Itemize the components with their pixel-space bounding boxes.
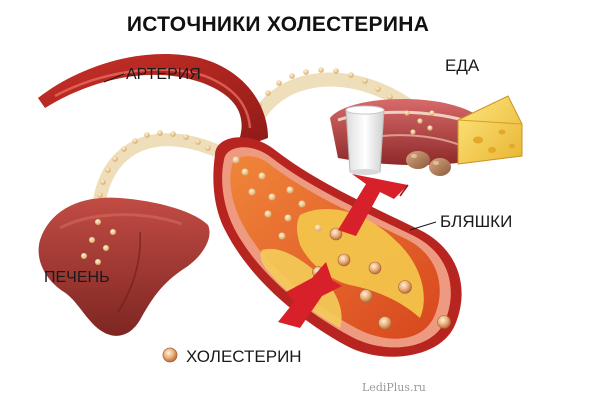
lumen-small-dots [232, 156, 322, 240]
cholesterol-dot-icon [162, 347, 178, 363]
artery-cross-section [213, 137, 462, 357]
artery-highlight [54, 68, 252, 129]
plaque-arrow-icon [338, 174, 409, 236]
cholesterol-particles [312, 227, 451, 330]
label-liver: ПЕЧЕНЬ [44, 269, 110, 286]
legend-cholesterol: ХОЛЕСТЕРИН [186, 347, 302, 366]
plaques-pointer-line [409, 221, 437, 231]
liver-to-artery-dots [96, 130, 211, 211]
cheese-icon [457, 95, 523, 165]
label-artery: АРТЕРИЯ [126, 66, 201, 83]
label-plaques: БЛЯШКИ [440, 212, 512, 231]
liver-dots [81, 219, 116, 265]
liver-icon [38, 197, 210, 336]
milk-glass-icon [345, 105, 385, 175]
diagram-title: ИСТОЧНИКИ ХОЛЕСТЕРИНА [127, 13, 429, 36]
food-dots [404, 110, 435, 135]
egg-icon [406, 151, 451, 176]
label-food: ЕДА [445, 56, 480, 75]
watermark: LediPlus.ru [362, 381, 426, 394]
plaque-deposit [297, 209, 424, 318]
artery-pointer-line [103, 73, 125, 83]
plaque-arrow-icon [278, 262, 342, 328]
